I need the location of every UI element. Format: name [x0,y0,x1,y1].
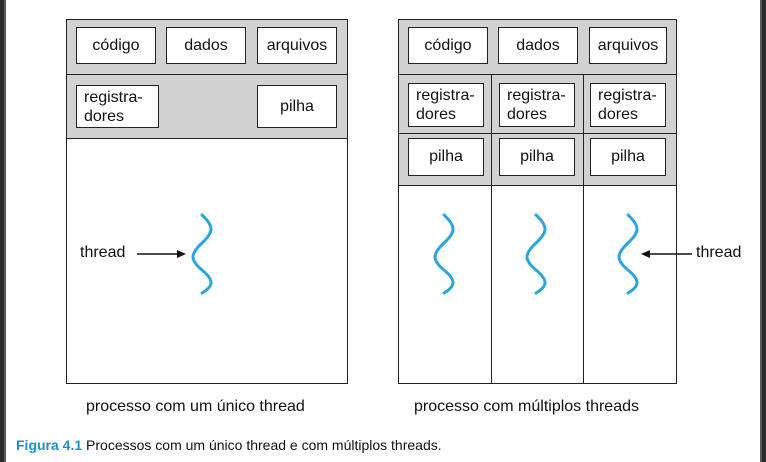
multi-column-divider-1 [491,74,492,384]
multi-stack-box-3: pilha [590,138,666,176]
single-thread-icon [191,213,213,295]
multi-registers-box-2: registra- dores [499,83,575,127]
multi-registers-box-1: registra- dores [408,83,484,127]
multi-process-border [398,19,677,384]
single-thread-label: thread [80,244,126,261]
single-registers-box: registra- dores [76,85,159,128]
single-caption: processo com um único thread [86,398,305,415]
single-divider-2 [66,138,348,139]
multi-caption: processo com múltiplos threads [414,398,639,415]
multi-registers-box-3: registra- dores [590,83,666,127]
multi-files-box: arquivos [589,27,667,64]
figure-text: Processos com um único thread e com múlt… [86,437,442,453]
multi-thread-icon-2 [525,213,547,295]
multi-thread-icon-3 [617,213,639,295]
multi-divider-3 [398,185,677,186]
multi-thread-label: thread [696,244,742,261]
multi-divider-2 [398,133,677,134]
single-data-box: dados [166,27,246,64]
single-stack-box: pilha [257,85,337,128]
single-process-border [66,19,348,384]
multi-data-box: dados [498,27,578,64]
single-thread-process: código dados arquivos registra- dores pi… [66,19,348,384]
multi-stack-box-1: pilha [408,138,484,176]
multi-divider-1 [398,74,677,75]
multi-column-divider-2 [583,74,584,384]
multi-thread-icon-1 [433,213,455,295]
single-code-box: código [76,27,156,64]
figure-caption: Figura 4.1 Processos com um único thread… [16,437,442,453]
multi-thread-process: código dados arquivos registra- dores re… [398,19,677,384]
single-divider-1 [66,74,348,75]
multi-stack-box-2: pilha [499,138,575,176]
single-files-box: arquivos [257,27,337,64]
figure-number: Figura 4.1 [16,437,83,453]
multi-code-box: código [408,27,488,64]
